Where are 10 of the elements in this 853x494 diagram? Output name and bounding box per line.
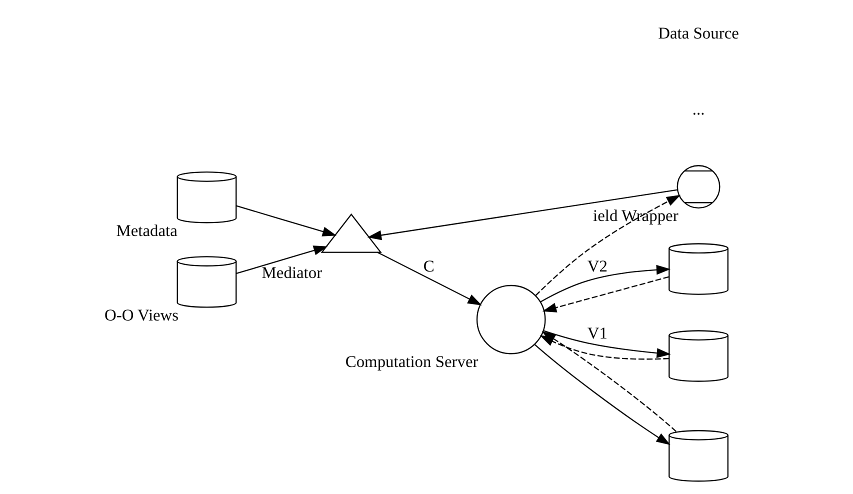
edge-label: V2	[587, 256, 608, 276]
edge-label: V1	[587, 324, 608, 343]
label: Data Source	[658, 23, 739, 42]
edge-label: C	[423, 256, 434, 276]
node-label: Mediator	[262, 263, 322, 282]
node-label: Computation Server	[345, 352, 478, 371]
node-label: Metadata	[116, 220, 178, 240]
label: ...	[692, 100, 705, 119]
node-label: O-O Views	[104, 305, 179, 324]
node-label: ield Wrapper	[593, 206, 678, 226]
